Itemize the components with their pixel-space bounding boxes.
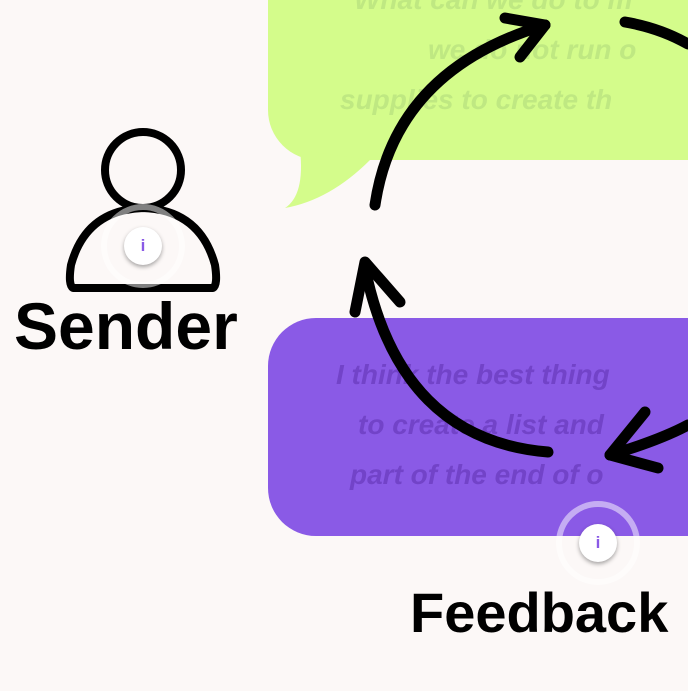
arrow-top-right	[619, 16, 688, 50]
sender-label: Sender	[14, 289, 238, 363]
info-halo	[556, 501, 640, 585]
arrow-up-right	[369, 19, 551, 211]
feedback-label: Feedback	[410, 581, 669, 644]
arrow-down-left	[359, 262, 554, 458]
arrowhead	[349, 256, 406, 318]
feedback-line: I think the best thing	[336, 359, 610, 390]
feedback-bubble	[268, 318, 688, 536]
info-halo	[101, 204, 185, 288]
info-button-sender[interactable]: i	[124, 227, 162, 265]
feedback-line: part of the end of o	[350, 459, 604, 490]
arrowhead	[499, 12, 551, 63]
arrowhead	[604, 406, 664, 474]
message-bubble	[268, 0, 688, 160]
feedback-text: I think the best thing to create a list …	[336, 350, 610, 500]
message-bubble-tail	[285, 150, 370, 208]
message-line: supplies to create th	[340, 84, 613, 115]
info-button-feedback[interactable]: i	[579, 524, 617, 562]
message-line: What can we do to m	[340, 0, 636, 25]
